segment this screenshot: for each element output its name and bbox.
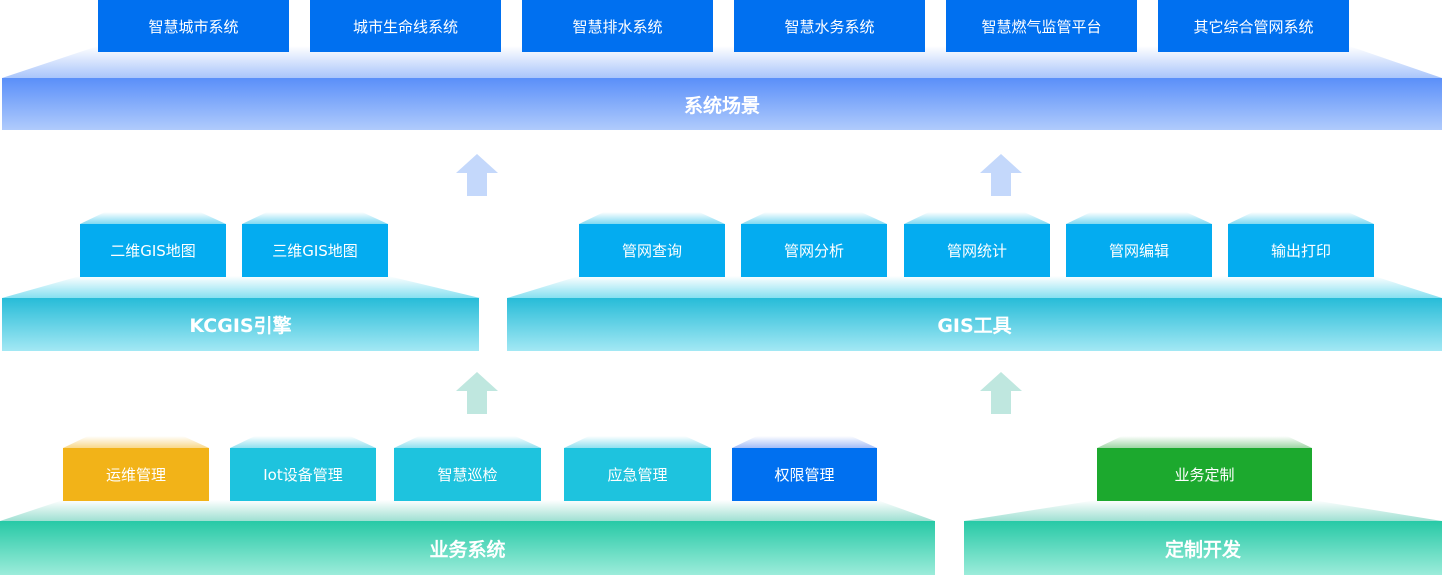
business-platform [0, 436, 935, 575]
custom-platform [964, 436, 1442, 575]
business-item-iot-devices[interactable]: Iot设备管理 [230, 448, 376, 501]
business-item-operations[interactable]: 运维管理 [63, 448, 209, 501]
scene-item-city-lifeline[interactable]: 城市生命线系统 [310, 0, 501, 52]
tools-item-analysis[interactable]: 管网分析 [741, 224, 887, 277]
scene-item-smart-gas[interactable]: 智慧燃气监管平台 [946, 0, 1137, 52]
scene-item-smart-city[interactable]: 智慧城市系统 [98, 0, 289, 52]
tools-item-query[interactable]: 管网查询 [579, 224, 725, 277]
tools-item-print[interactable]: 输出打印 [1228, 224, 1374, 277]
business-item-smart-inspection[interactable]: 智慧巡检 [394, 448, 541, 501]
custom-layer-title: 定制开发 [1164, 538, 1241, 561]
tools-item-statistics[interactable]: 管网统计 [904, 224, 1050, 277]
engine-item-3d-map[interactable]: 三维GIS地图 [242, 224, 388, 277]
arrow-up-icon [456, 372, 498, 414]
business-layer-title: 业务系统 [429, 538, 506, 561]
arrow-up-icon [980, 372, 1022, 414]
engine-item-2d-map[interactable]: 二维GIS地图 [80, 224, 226, 277]
engine-platform [2, 212, 480, 351]
scene-layer-title: 系统场景 [683, 94, 760, 117]
tools-layer-title: GIS工具 [937, 315, 1012, 337]
arrow-up-icon [980, 154, 1022, 196]
scene-item-smart-water[interactable]: 智慧水务系统 [734, 0, 925, 52]
scene-platform [2, 46, 1442, 130]
arrow-up-icon [456, 154, 498, 196]
scene-item-smart-drainage[interactable]: 智慧排水系统 [522, 0, 713, 52]
tools-item-edit[interactable]: 管网编辑 [1066, 224, 1212, 277]
business-item-permissions[interactable]: 权限管理 [732, 448, 877, 501]
scene-item-other-pipe-network[interactable]: 其它综合管网系统 [1158, 0, 1349, 52]
tools-platform [507, 212, 1442, 351]
custom-item-business-customization[interactable]: 业务定制 [1097, 448, 1312, 501]
engine-layer-title: KCGIS引擎 [189, 315, 292, 337]
business-item-emergency[interactable]: 应急管理 [564, 448, 711, 501]
